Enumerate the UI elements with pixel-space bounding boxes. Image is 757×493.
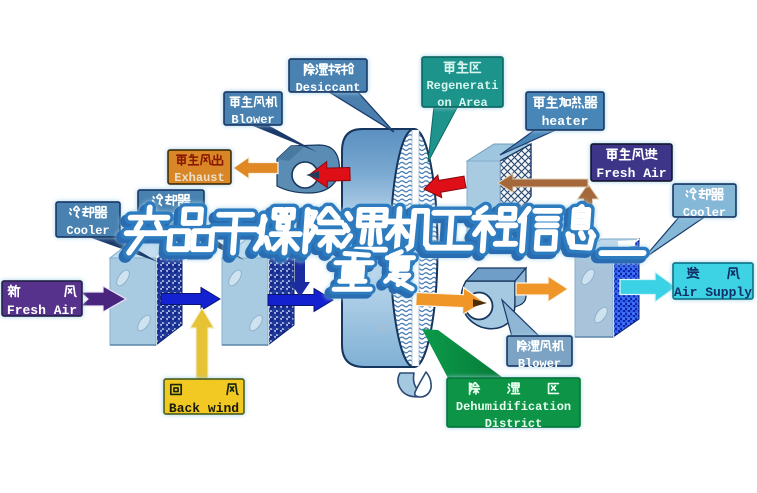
svg-text:Dehumidification: Dehumidification bbox=[456, 400, 571, 414]
svg-text:Cooler: Cooler bbox=[66, 224, 109, 238]
svg-text:Air Supply: Air Supply bbox=[674, 285, 752, 300]
svg-text:Exhaust: Exhaust bbox=[174, 171, 224, 185]
svg-text:Fresh Air: Fresh Air bbox=[7, 303, 77, 318]
svg-text:heater: heater bbox=[542, 114, 589, 129]
svg-text:Blower: Blower bbox=[518, 357, 561, 371]
svg-text:Back wind: Back wind bbox=[169, 401, 239, 416]
svg-text:Blower: Blower bbox=[231, 113, 274, 127]
svg-text:District: District bbox=[485, 417, 543, 431]
svg-text:xt: xt bbox=[378, 320, 389, 335]
svg-text:Desiccant: Desiccant bbox=[296, 81, 361, 95]
svg-text:on Area: on Area bbox=[437, 96, 487, 110]
svg-text:Fresh Air: Fresh Air bbox=[596, 166, 666, 181]
svg-text:Regenerati: Regenerati bbox=[426, 79, 498, 93]
svg-text:Cooler: Cooler bbox=[683, 206, 726, 220]
